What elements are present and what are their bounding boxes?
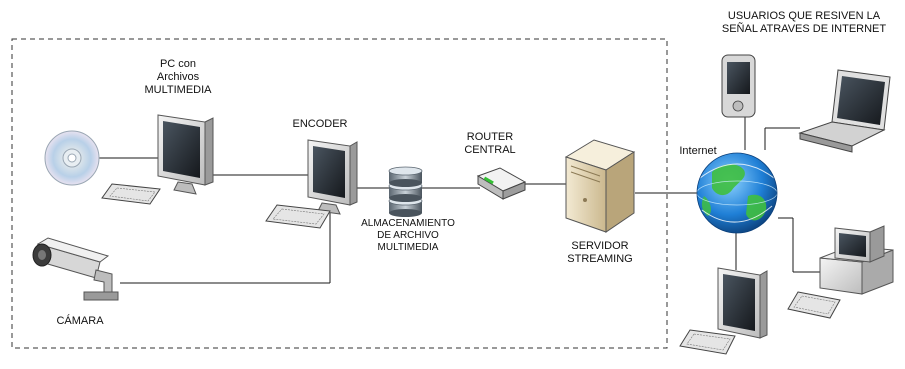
laptop-icon [798,69,891,153]
server-tower-icon [564,139,636,233]
server-label-line1: SERVIDOR [571,240,629,252]
storage-label-line3: MULTIMEDIA [377,242,439,253]
camera-label: CÁMARA [56,315,104,327]
keyboard-icon [679,329,736,355]
router-label-line2: CENTRAL [464,144,516,156]
users-label-line2: SEÑAL ATRAVES DE INTERNET [721,23,887,35]
users-label-line1: USUARIOS QUE RESIVEN LA [727,10,881,22]
pc-label-line1: PC con [159,58,197,70]
globe-icon [696,152,778,234]
desktop-pc-icon [157,114,214,195]
storage-label-line1: ALMACENAMIENTO [361,218,455,229]
router-label: ROUTER CENTRAL [450,131,530,157]
pc-label: PC con Archivos MULTIMEDIA [118,58,238,97]
desktop-tower-icon [819,225,894,295]
encoder-label: ENCODER [292,118,348,130]
pc-label-line2: Archivos [156,71,200,83]
pda-icon [721,54,756,118]
users-label: USUARIOS QUE RESIVEN LA SEÑAL ATRAVES DE… [704,10,904,36]
cd-disc-icon [44,130,100,186]
internet-label: Internet [679,145,717,157]
keyboard-icon [265,204,331,229]
keyboard-icon [101,183,161,205]
server-label: SERVIDOR STREAMING [555,240,645,266]
local-network-boundary [11,38,668,349]
encoder-pc-icon [307,139,358,215]
desktop-pc-icon [717,267,768,339]
storage-label-line2: DE ARCHIVO [377,230,439,241]
security-camera-icon [32,237,119,301]
pc-label-line3: MULTIMEDIA [144,84,212,96]
router-icon [476,167,527,200]
database-icon [388,166,423,217]
keyboard-icon [787,291,841,319]
storage-label: ALMACENAMIENTO DE ARCHIVO MULTIMEDIA [353,218,463,254]
server-label-line2: STREAMING [567,253,633,265]
router-label-line1: ROUTER [466,131,514,143]
